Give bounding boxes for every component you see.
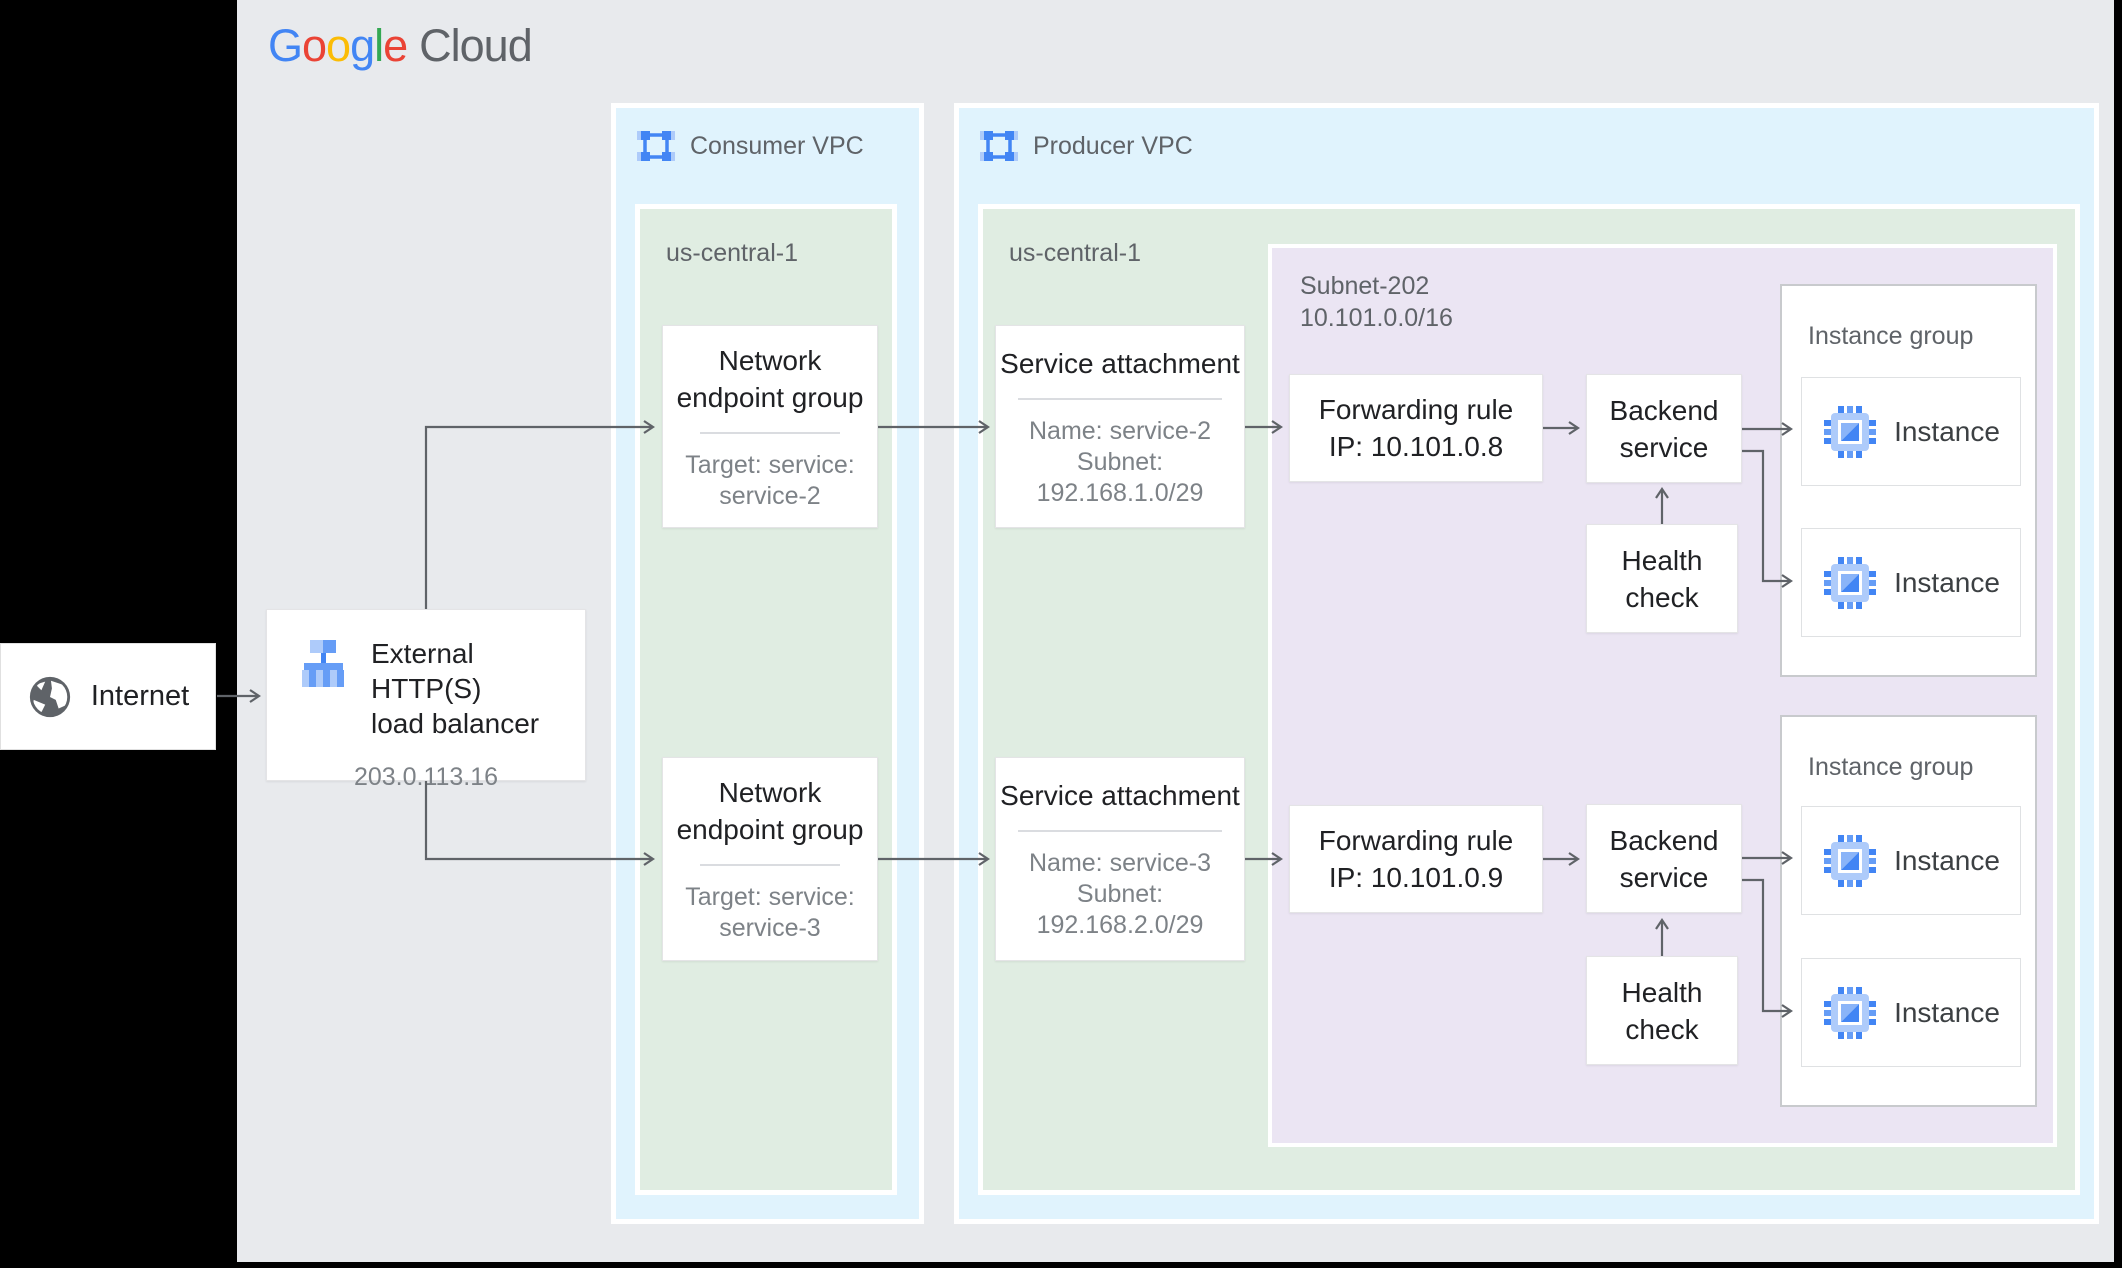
service-attachment-subnet-cidr: 192.168.2.0/29 <box>1036 911 1204 939</box>
load-balancer-title: External HTTP(S) load balancer <box>371 636 585 741</box>
producer-vpc-label: Producer VPC <box>1033 132 1193 160</box>
neg-target: Target: service: service-2 <box>685 450 855 510</box>
logo-letter: G <box>268 20 303 71</box>
service-attachment-title: Service attachment <box>1000 347 1240 379</box>
load-balancer-header: External HTTP(S) load balancer <box>267 610 585 741</box>
instance-label: Instance <box>1894 996 2000 1028</box>
load-balancer-node: External HTTP(S) load balancer 203.0.113… <box>266 609 586 791</box>
forwarding-rule-title: Forwarding rule <box>1318 394 1514 425</box>
service-attachment-subnet-label: Subnet: <box>1076 447 1164 476</box>
health-check-2: Health check <box>1586 956 1738 1065</box>
load-balancer-title-line2: load balancer <box>371 708 540 739</box>
instance-group-1: Instance group Instance Instance <box>1780 284 2037 677</box>
logo-letter: g <box>350 20 375 71</box>
instance-node: Instance <box>1801 958 2021 1067</box>
service-attachment-1: Service attachment Name: service-2 Subne… <box>995 325 1245 528</box>
producer-vpc-header: Producer VPC <box>959 108 2094 166</box>
producer-region-label: us-central-1 <box>1009 239 1141 267</box>
compute-instance-icon <box>1824 405 1877 458</box>
internet-node: Internet <box>0 643 216 750</box>
logo-letter: l <box>374 20 384 71</box>
logo-letter: e <box>383 20 408 71</box>
service-attachment-title: Service attachment <box>1000 780 1240 811</box>
subnet-label: Subnet-202 10.101.0.0/16 <box>1272 248 2053 334</box>
service-attachment-name: Name: service-2 <box>1029 416 1211 445</box>
forwarding-rule-1: Forwarding rule IP: 10.101.0.8 <box>1289 374 1543 482</box>
instance-group-2: Instance group Instance Instance <box>1780 715 2037 1107</box>
health-check-title: Health check <box>1621 544 1703 613</box>
subnet-cidr: 10.101.0.0/16 <box>1300 304 1453 332</box>
backend-service-2: Backend service <box>1586 804 1742 913</box>
vpc-network-icon <box>636 129 676 163</box>
backend-service-1: Backend service <box>1586 374 1742 483</box>
divider <box>700 431 840 434</box>
consumer-vpc-header: Consumer VPC <box>616 108 919 166</box>
compute-instance-icon <box>1824 986 1877 1039</box>
instance-node: Instance <box>1801 377 2021 486</box>
instance-node: Instance <box>1801 806 2021 915</box>
forwarding-rule-ip: IP: 10.101.0.8 <box>1328 431 1504 462</box>
logo-letter: o <box>326 20 351 71</box>
backend-service-title: Backend service <box>1609 394 1719 463</box>
consumer-region-label: us-central-1 <box>666 239 798 267</box>
instance-group-label: Instance group <box>1808 753 1974 781</box>
neg-title: Network endpoint group <box>676 777 864 845</box>
internet-label: Internet <box>90 680 190 712</box>
consumer-vpc-label: Consumer VPC <box>690 132 864 160</box>
compute-instance-icon <box>1824 834 1877 887</box>
load-balancer-title-line1: External HTTP(S) <box>371 638 482 704</box>
service-attachment-name: Name: service-3 <box>1029 849 1211 877</box>
vpc-network-icon <box>979 129 1019 163</box>
service-attachment-subnet-cidr: 192.168.1.0/29 <box>1036 478 1204 507</box>
google-cloud-logo: G o o g l e Cloud <box>268 20 533 72</box>
network-endpoint-group-1: Network endpoint group Target: service: … <box>662 325 878 528</box>
health-check-1: Health check <box>1586 524 1738 633</box>
neg-target: Target: service: service-3 <box>685 883 855 942</box>
logo-cloud-text: Cloud <box>419 20 533 71</box>
load-balancer-icon <box>302 640 344 687</box>
instance-label: Instance <box>1894 844 2000 876</box>
health-check-title: Health check <box>1621 976 1703 1045</box>
forwarding-rule-2: Forwarding rule IP: 10.101.0.9 <box>1289 805 1543 913</box>
service-attachment-subnet-label: Subnet: <box>1076 880 1164 908</box>
compute-instance-icon <box>1824 556 1877 609</box>
divider <box>700 864 840 866</box>
divider <box>1018 397 1222 400</box>
instance-group-label: Instance group <box>1808 322 1974 350</box>
instance-label: Instance <box>1894 415 2000 447</box>
divider <box>1018 830 1222 832</box>
neg-title: Network endpoint group <box>676 344 864 413</box>
service-attachment-2: Service attachment Name: service-3 Subne… <box>995 757 1245 961</box>
backend-service-title: Backend service <box>1609 824 1719 893</box>
forwarding-rule-ip: IP: 10.101.0.9 <box>1328 862 1504 893</box>
logo-letter: o <box>302 20 327 71</box>
instance-node: Instance <box>1801 528 2021 637</box>
network-endpoint-group-2: Network endpoint group Target: service: … <box>662 757 878 961</box>
instance-label: Instance <box>1894 566 2000 598</box>
globe-icon <box>27 674 73 720</box>
subnet-name: Subnet-202 <box>1300 272 1430 300</box>
forwarding-rule-title: Forwarding rule <box>1318 825 1514 856</box>
load-balancer-ip: 203.0.113.16 <box>353 763 499 791</box>
